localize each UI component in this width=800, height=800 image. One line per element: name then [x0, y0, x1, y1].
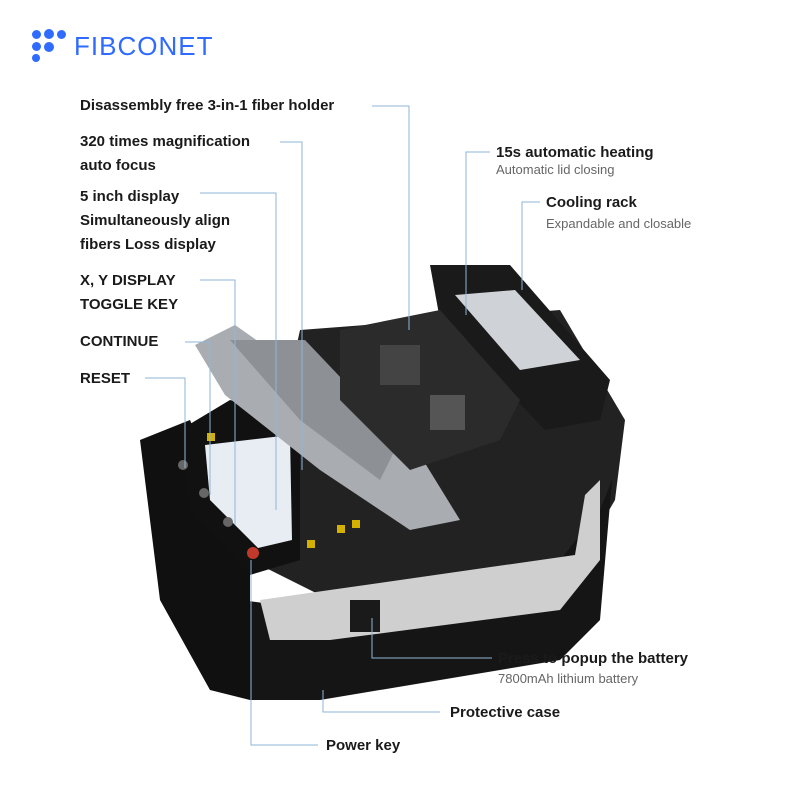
leader-heating [465, 151, 490, 315]
label-display-1: 5 inch display [80, 188, 180, 205]
label-power: Power key [326, 737, 401, 754]
label-xy-1: X, Y DISPLAY [80, 272, 176, 289]
label-heating-sub: Automatic lid closing [496, 162, 615, 177]
label-fiber-holder: Disassembly free 3-in-1 fiber holder [80, 97, 335, 114]
label-continue: CONTINUE [80, 333, 159, 350]
label-cooling-sub: Expandable and closable [546, 216, 692, 231]
brand-name: FIBCONET [74, 30, 214, 61]
leader-magnification [280, 141, 303, 470]
label-reset: RESET [80, 370, 131, 387]
label-magnification-2: auto focus [80, 157, 156, 174]
leader-battery [371, 618, 492, 659]
leader-continue [185, 341, 211, 495]
label-battery: Press to popup the battery [498, 650, 689, 667]
label-display-2: Simultaneously align [80, 212, 231, 229]
leader-power [250, 560, 318, 746]
brand-logo: FIBCONET [30, 28, 213, 64]
label-battery-sub: 7800mAh lithium battery [498, 671, 639, 686]
label-magnification-1: 320 times magnification [80, 133, 251, 150]
logo-dots-icon [30, 28, 70, 64]
label-cooling: Cooling rack [546, 194, 637, 211]
leader-xy-key [200, 279, 236, 525]
leader-reset [145, 377, 186, 468]
fusion-splicer-device [140, 265, 625, 700]
leader-case [322, 690, 440, 713]
label-display-3: fibers Loss display [80, 236, 216, 253]
leader-display [200, 192, 277, 510]
label-heating: 15s automatic heating [496, 144, 654, 161]
label-case: Protective case [450, 704, 561, 721]
leader-cooling [521, 201, 540, 290]
leader-lines [145, 105, 540, 746]
label-xy-2: TOGGLE KEY [80, 296, 179, 313]
leader-fiber-holder [372, 105, 410, 330]
